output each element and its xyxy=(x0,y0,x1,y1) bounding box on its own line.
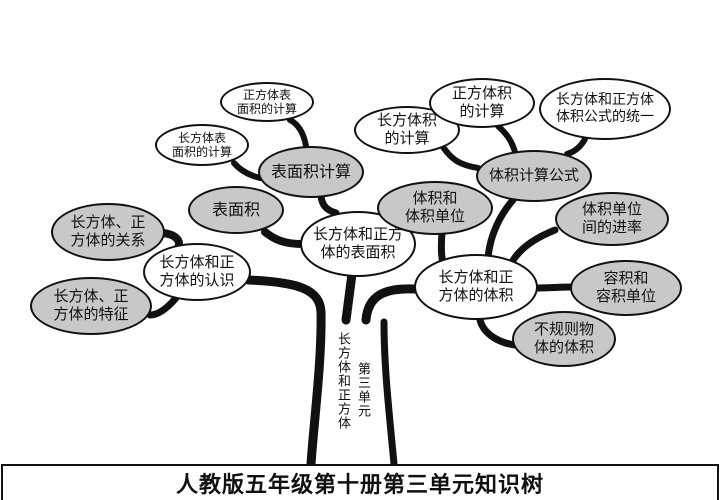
trunk-right-branch xyxy=(380,318,398,468)
branch-volumemain-capacity xyxy=(530,283,576,292)
branch-volumemain-formula xyxy=(484,196,517,262)
branch-surfacemain-surface xyxy=(261,228,306,248)
branch-calc-cuboid xyxy=(231,160,263,181)
node-formula-unification: 长方体和正方体 体积公式的统一 xyxy=(539,78,671,140)
title-box: 人教版五年级第十册第三单元知识树 xyxy=(1,464,719,500)
branch-recognition-features xyxy=(146,294,180,319)
node-label: 体积和 体积单位 xyxy=(404,189,465,225)
branch-surfacemain-calc xyxy=(317,192,340,217)
node-volume-formula: 体积计算公式 xyxy=(476,150,592,202)
node-label: 长方体和正方 体的表面积 xyxy=(312,225,403,261)
node-cuboid-volume-calc: 长方体积 的计算 xyxy=(354,106,460,154)
node-recognition: 长方体和正 方体的认识 xyxy=(143,243,251,301)
node-label: 长方体和正方体 体积公式的统一 xyxy=(556,92,654,125)
node-cube-volume-calc: 正方体积 的计算 xyxy=(429,78,535,128)
node-label: 表面积 xyxy=(211,199,260,219)
branch-formula-unification xyxy=(564,136,588,157)
trunk-left-branch xyxy=(243,275,326,469)
node-label: 体积单位 间的进率 xyxy=(581,200,642,236)
node-volume-units: 体积和 体积单位 xyxy=(377,181,493,235)
trunk-label-unit-topic: 长方体和正方体 xyxy=(335,332,350,430)
node-label: 长方体和正 方体的体积 xyxy=(438,268,514,304)
node-cuboid-surface-calc: 长方体表 面积的计算 xyxy=(155,124,249,166)
node-label: 正方体表 面积的计算 xyxy=(236,87,297,116)
node-label: 不规则物 体的体积 xyxy=(533,320,594,356)
node-label: 体积计算公式 xyxy=(488,166,579,185)
node-irregular-volume: 不规则物 体的体积 xyxy=(512,311,616,367)
trunk-center-branch xyxy=(341,269,357,325)
trunk-label-unit-number: 第三单元 xyxy=(355,362,370,418)
node-label: 长方体表 面积的计算 xyxy=(171,130,232,159)
node-label: 长方体积 的计算 xyxy=(376,111,437,147)
node-label: 长方体和正 方体的认识 xyxy=(159,253,235,289)
branch-calc-cube xyxy=(287,117,309,149)
node-label: 容积和 容积单位 xyxy=(595,269,656,305)
branch-volumemain-conversion xyxy=(508,226,559,266)
node-label: 长方体、正 方体的特征 xyxy=(53,287,129,323)
node-surface-area: 表面积 xyxy=(188,186,284,234)
node-features: 长方体、正 方体的特征 xyxy=(30,277,152,335)
diagram-title: 人教版五年级第十册第三单元知识树 xyxy=(175,473,544,498)
trunk-right-curve xyxy=(361,284,419,325)
node-label: 表面积计算 xyxy=(270,161,351,181)
node-capacity-units: 容积和 容积单位 xyxy=(570,260,682,316)
node-cube-surface-calc: 正方体表 面积的计算 xyxy=(220,82,314,122)
node-relationship: 长方体、正 方体的关系 xyxy=(51,203,165,261)
node-unit-conversion: 体积单位 间的进率 xyxy=(555,192,669,246)
node-label: 长方体、正 方体的关系 xyxy=(70,213,146,249)
node-label: 正方体积 的计算 xyxy=(451,84,512,120)
node-volume-main: 长方体和正 方体的体积 xyxy=(414,254,538,320)
branch-formula-cube xyxy=(495,123,518,155)
branch-volumemain-irregular xyxy=(476,316,519,349)
branch-formula-cuboid xyxy=(440,144,481,171)
node-surface-area-calc: 表面积计算 xyxy=(258,146,364,198)
